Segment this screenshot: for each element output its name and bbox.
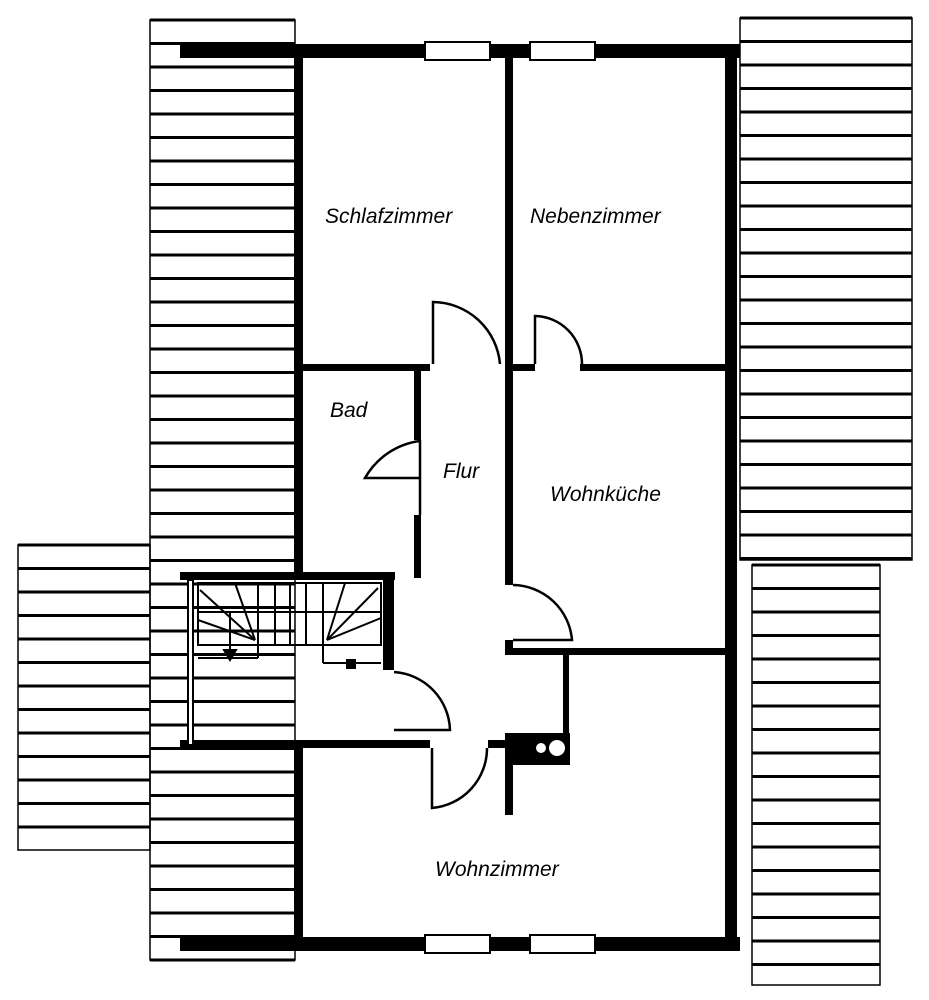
roof-section (17, 544, 151, 851)
walls (180, 41, 740, 954)
room-label-wohnkueche: Wohnküche (550, 483, 661, 506)
room-label-schlafzimmer: Schlafzimmer (325, 205, 453, 228)
window-bottom-1 (424, 934, 491, 954)
door-stairs (393, 670, 452, 732)
door-bad (362, 439, 422, 515)
doors (362, 300, 584, 810)
room-label-nebenzimmer: Nebenzimmer (530, 205, 662, 228)
roof-section (751, 564, 881, 986)
room-label-bad: Bad (330, 399, 369, 422)
door-schlafzimmer (431, 300, 502, 365)
roof-tiles (17, 16, 913, 986)
roof-section (739, 17, 913, 561)
door-wohnzimmer (430, 747, 489, 810)
room-label-flur: Flur (443, 460, 480, 483)
window-top-2 (529, 41, 596, 61)
door-nebenzimmer (533, 314, 584, 365)
room-label-wohnzimmer: Wohnzimmer (435, 858, 560, 881)
stairs (197, 582, 382, 669)
window-bottom-2 (529, 934, 596, 954)
door-wohnkueche (512, 583, 574, 642)
chimney-flue (549, 740, 565, 756)
stair-direction-arrow (222, 649, 238, 662)
window-top-1 (424, 41, 491, 61)
chimney-flue (536, 743, 546, 753)
